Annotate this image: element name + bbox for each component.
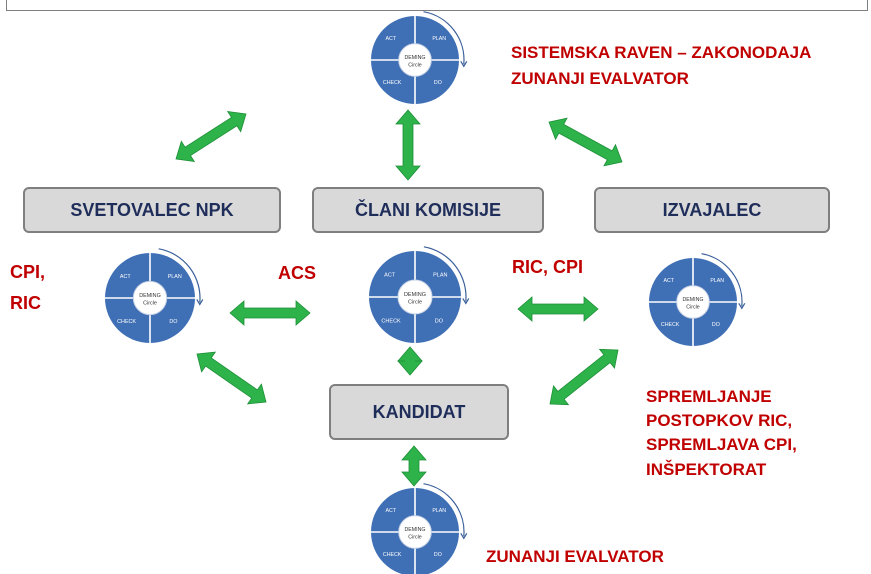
label-postopkov-ric: POSTOPKOV RIC, bbox=[646, 411, 793, 430]
top-frame bbox=[6, 0, 868, 11]
do-label: DO bbox=[435, 318, 444, 324]
label-spremljanje: SPREMLJANJE bbox=[646, 387, 772, 406]
arrow-left-kandidat bbox=[196, 351, 267, 405]
box-svetovalec-npk: SVETOVALEC NPK bbox=[23, 187, 281, 233]
check-label: CHECK bbox=[383, 552, 402, 558]
arrow-svetovalec-top bbox=[175, 110, 247, 163]
box-izvajalec: IZVAJALEC bbox=[594, 187, 830, 233]
box-kandidat: KANDIDAT bbox=[329, 384, 509, 440]
rotation-arc bbox=[423, 11, 465, 65]
rotation-arc bbox=[423, 483, 465, 537]
plan-label: PLAN bbox=[433, 272, 447, 278]
check-label: CHECK bbox=[381, 318, 401, 324]
arrow-left-center bbox=[229, 300, 311, 326]
plan-label: PLAN bbox=[432, 36, 446, 42]
act-label: ACT bbox=[120, 274, 131, 280]
label-zunanji-evalvator-bottom: ZUNANJI EVALVATOR bbox=[486, 547, 664, 566]
deming-subtitle: Circle bbox=[408, 300, 422, 306]
deming-circle-center: DEMING Circle ACT PLAN CHECK DO bbox=[369, 246, 470, 343]
check-label: CHECK bbox=[117, 319, 136, 325]
deming-subtitle: Circle bbox=[408, 534, 422, 540]
rotation-arc bbox=[701, 253, 743, 307]
arrow-center-kandidat bbox=[397, 346, 423, 376]
deming-title: DEMING bbox=[404, 292, 426, 298]
arrow-top-izvajalec bbox=[548, 117, 623, 167]
deming-title: DEMING bbox=[404, 527, 425, 533]
label-cpi: CPI, bbox=[10, 262, 46, 282]
rotation-arc bbox=[423, 246, 467, 302]
plan-label: PLAN bbox=[710, 278, 724, 284]
label-acs: ACS bbox=[278, 263, 317, 283]
check-label: CHECK bbox=[661, 322, 680, 328]
label-ric-cpi: RIC, CPI bbox=[512, 257, 584, 277]
deming-subtitle: Circle bbox=[408, 62, 422, 68]
check-label: CHECK bbox=[383, 80, 402, 86]
box-clani-komisije: ČLANI KOMISIJE bbox=[312, 187, 544, 233]
plan-label: PLAN bbox=[432, 508, 446, 514]
act-label: ACT bbox=[386, 508, 397, 514]
label-inspektorat: INŠPEKTORAT bbox=[646, 460, 767, 479]
plan-label: PLAN bbox=[168, 274, 182, 280]
deming-subtitle: Circle bbox=[686, 304, 700, 310]
label-spremljava-cpi: SPREMLJAVA CPI, bbox=[646, 435, 797, 454]
do-label: DO bbox=[434, 80, 442, 86]
arrow-kandidat-bottom bbox=[401, 445, 427, 487]
do-label: DO bbox=[434, 552, 442, 558]
arrow-right-kandidat bbox=[549, 348, 619, 406]
act-label: ACT bbox=[664, 278, 675, 284]
do-label: DO bbox=[712, 322, 720, 328]
arrow-top-clani bbox=[395, 109, 421, 181]
rotation-arc bbox=[158, 248, 201, 303]
deming-title: DEMING bbox=[682, 297, 703, 303]
label-sistemska-raven: SISTEMSKA RAVEN – ZAKONODAJA bbox=[511, 43, 812, 62]
label-ric: RIC bbox=[10, 293, 41, 313]
label-zunanji-evalvator-top: ZUNANJI EVALVATOR bbox=[511, 69, 689, 88]
deming-title: DEMING bbox=[404, 55, 425, 61]
deming-title: DEMING bbox=[139, 293, 161, 299]
arrow-center-right bbox=[517, 296, 599, 322]
act-label: ACT bbox=[386, 36, 397, 42]
act-label: ACT bbox=[384, 272, 396, 278]
deming-subtitle: Circle bbox=[143, 300, 157, 306]
do-label: DO bbox=[169, 319, 177, 325]
